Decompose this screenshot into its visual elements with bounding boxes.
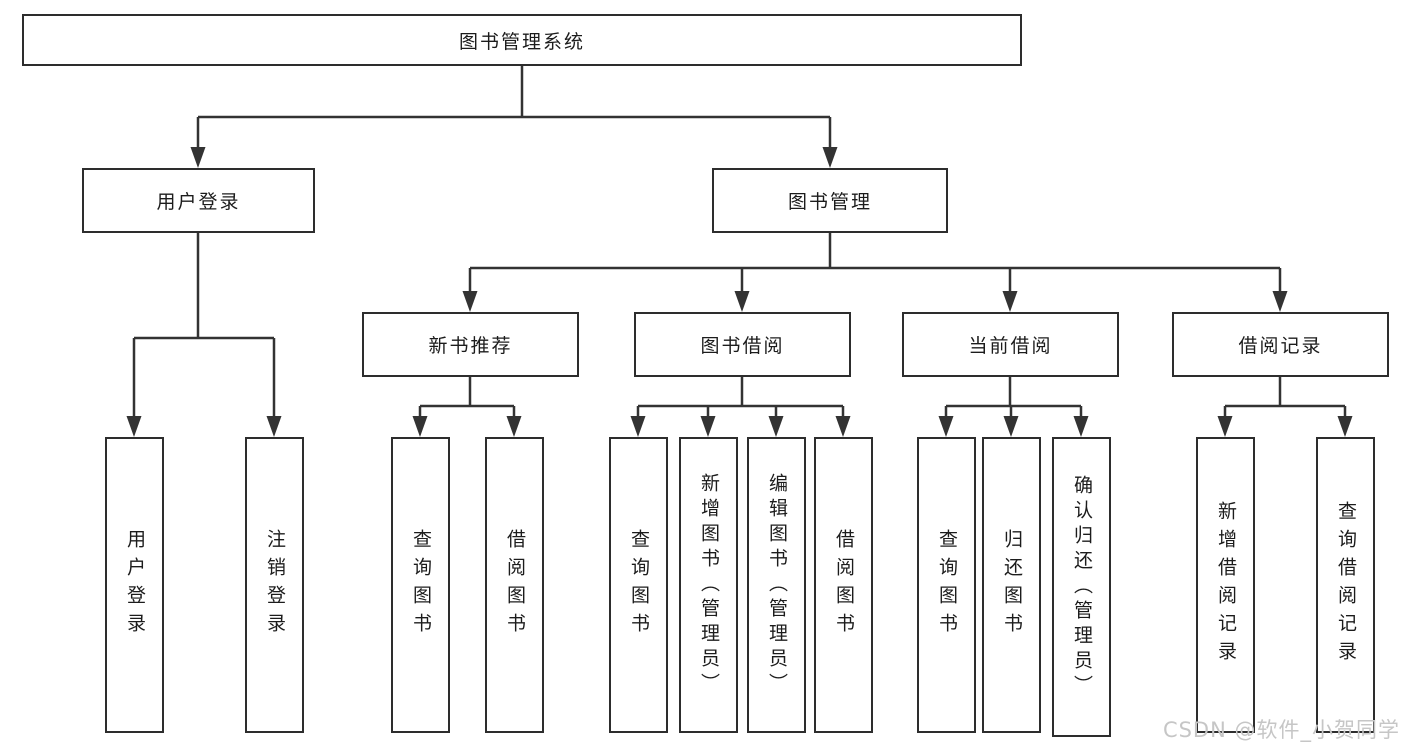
leaf-borrow-books-recommend: 借阅图书 xyxy=(485,437,544,733)
node-borrow-records: 借阅记录 xyxy=(1172,312,1389,377)
leaf-add-borrow-record: 新增借阅记录 xyxy=(1196,437,1255,733)
arrowhead-icons xyxy=(126,147,1353,437)
node-label: 借阅记录 xyxy=(1238,335,1323,357)
leaf-user-login: 用户登录 xyxy=(105,437,164,733)
leaf-label: 编辑图书（管理员） xyxy=(765,472,788,698)
leaf-borrow-books: 借阅图书 xyxy=(814,437,873,733)
leaf-logout: 注销登录 xyxy=(245,437,304,733)
leaf-query-books-current: 查询图书 xyxy=(917,437,976,733)
node-label: 当前借阅 xyxy=(968,335,1053,357)
node-book-borrow: 图书借阅 xyxy=(634,312,851,377)
leaf-label: 确认归还（管理员） xyxy=(1070,474,1093,700)
node-label: 图书借阅 xyxy=(700,335,785,357)
leaf-label: 查询图书 xyxy=(935,529,958,641)
leaf-query-books-borrow: 查询图书 xyxy=(609,437,668,733)
leaf-confirm-return-admin: 确认归还（管理员） xyxy=(1052,437,1111,737)
node-label: 新书推荐 xyxy=(428,335,513,357)
leaf-label: 新增图书（管理员） xyxy=(697,472,720,698)
node-current-borrow: 当前借阅 xyxy=(902,312,1119,377)
node-label: 图书管理 xyxy=(787,191,872,213)
leaf-label: 新增借阅记录 xyxy=(1214,501,1237,669)
node-library-management-system: 图书管理系统 xyxy=(22,14,1022,66)
node-new-book-recommend: 新书推荐 xyxy=(362,312,579,377)
leaf-label: 归还图书 xyxy=(1000,529,1023,641)
leaf-label: 用户登录 xyxy=(123,529,146,641)
node-user-login: 用户登录 xyxy=(82,168,315,233)
leaf-edit-book-admin: 编辑图书（管理员） xyxy=(747,437,806,733)
leaf-label: 查询借阅记录 xyxy=(1334,501,1357,669)
leaf-label: 注销登录 xyxy=(263,529,286,641)
node-label: 用户登录 xyxy=(156,191,241,213)
leaf-label: 借阅图书 xyxy=(503,529,526,641)
leaf-label: 借阅图书 xyxy=(832,529,855,641)
node-label: 图书管理系统 xyxy=(458,30,585,53)
leaf-return-books: 归还图书 xyxy=(982,437,1041,733)
leaf-add-book-admin: 新增图书（管理员） xyxy=(679,437,738,733)
leaf-query-borrow-record: 查询借阅记录 xyxy=(1316,437,1375,733)
leaf-label: 查询图书 xyxy=(409,529,432,641)
csdn-watermark: CSDN @软件_小贺同学 xyxy=(1162,718,1400,742)
leaf-label: 查询图书 xyxy=(627,529,650,641)
leaf-query-books-recommend: 查询图书 xyxy=(391,437,450,733)
node-book-management: 图书管理 xyxy=(712,168,948,233)
